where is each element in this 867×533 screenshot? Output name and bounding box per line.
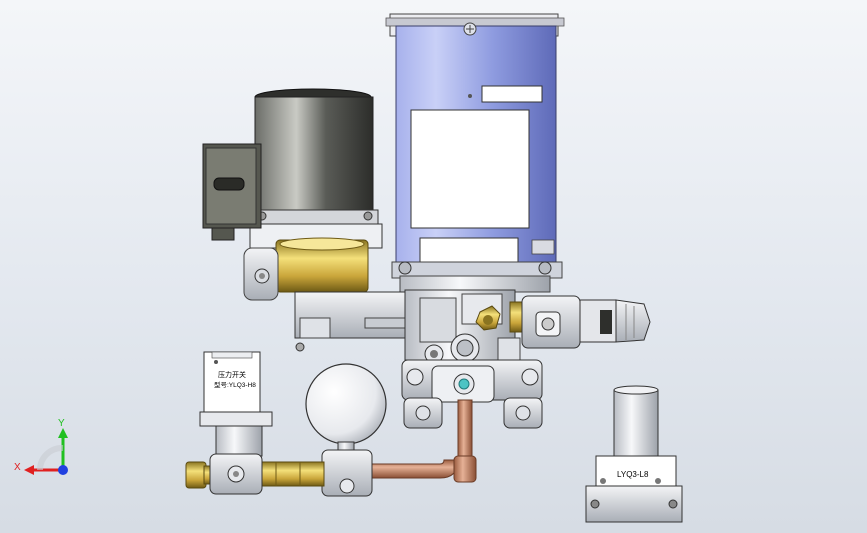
coordinate-triad[interactable]: Y X xyxy=(14,418,68,475)
y-axis-label: Y xyxy=(58,418,65,429)
pressure-switch-name: 压力开关 xyxy=(218,370,246,379)
distribution-block[interactable] xyxy=(401,359,543,429)
motor-nameplate-small xyxy=(481,85,543,103)
pressure-switch-model: 型号:YLQ3-H8 xyxy=(214,380,256,389)
copper-tube xyxy=(369,399,477,483)
pressure-gauge[interactable] xyxy=(305,363,387,497)
gear-motor[interactable] xyxy=(202,88,383,301)
pressure-switch[interactable] xyxy=(199,351,273,495)
motor-label-plate xyxy=(419,237,519,263)
x-axis-label: X xyxy=(14,462,21,473)
blue-motor[interactable] xyxy=(385,13,565,293)
pump-manifold[interactable] xyxy=(294,289,523,367)
motor-nameplate xyxy=(410,109,530,229)
lyq-valve[interactable] xyxy=(585,385,683,523)
valve-label: LYQ3-L8 xyxy=(617,470,649,479)
solenoid-valve[interactable] xyxy=(521,295,651,349)
